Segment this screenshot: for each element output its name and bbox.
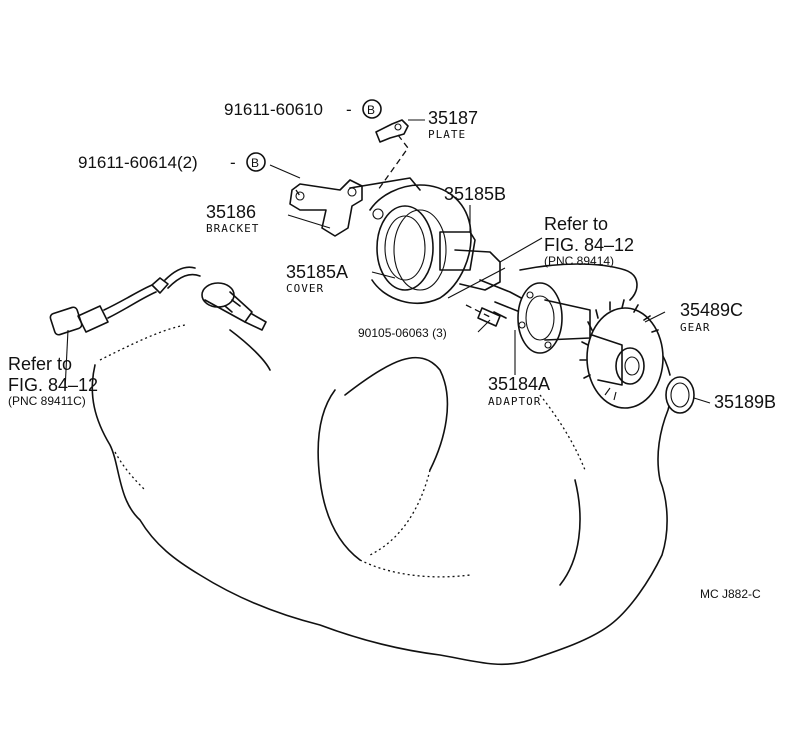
footer-code: MC J882-C — [700, 587, 761, 601]
dash-mark: - — [230, 153, 236, 172]
dash-mark: - — [346, 100, 352, 119]
plate-part — [375, 119, 409, 143]
lower-refer-line3: (PNC 89411C) — [8, 394, 86, 408]
bracket-number-label: 35186 — [206, 202, 256, 222]
ring-number-label: 35189B — [714, 392, 776, 412]
adaptor-name-label: ADAPTOR — [488, 395, 541, 408]
upper-refer-line1: Refer to — [544, 214, 608, 234]
adaptor-number-label: 35184A — [488, 374, 550, 394]
gear-part — [579, 299, 664, 409]
lower-refer-line1: Refer to — [8, 354, 72, 374]
bracket-name-label: BRACKET — [206, 222, 259, 235]
cover-a-number-label: 35185A — [286, 262, 348, 282]
bolt-mark-letter: B — [367, 103, 375, 117]
cover-housing — [349, 177, 526, 313]
transmission-case-outline — [91, 263, 673, 666]
cover-a-name-label: COVER — [286, 282, 324, 295]
plate-number-label: 35187 — [428, 108, 478, 128]
upper-refer-line2: FIG. 84–12 — [544, 235, 634, 255]
bolt-mark-b-upper: B — [362, 99, 382, 119]
bolt-plate-label: 91611-60610 — [224, 100, 323, 119]
lower-refer-line2: FIG. 84–12 — [8, 375, 98, 395]
snap-ring-part — [665, 376, 695, 414]
gear-name-label: GEAR — [680, 321, 711, 334]
bolt-mark-b-lower: B — [246, 152, 266, 172]
plate-name-label: PLATE — [428, 128, 466, 141]
leader-lines — [64, 119, 711, 404]
speed-sensor-connector — [49, 266, 267, 336]
upper-refer-line3: (PNC 89414) — [544, 254, 614, 268]
assembly-lines — [295, 134, 506, 319]
gear-number-label: 35489C — [680, 300, 743, 320]
bolt-bracket-label: 91611-60614(2) — [78, 153, 198, 172]
bolt-adaptor-label: 90105-06063 (3) — [358, 326, 447, 340]
bolt-mark-letter: B — [251, 156, 259, 170]
adaptor-part — [477, 282, 591, 354]
cover-b-number-label: 35185B — [444, 184, 506, 204]
